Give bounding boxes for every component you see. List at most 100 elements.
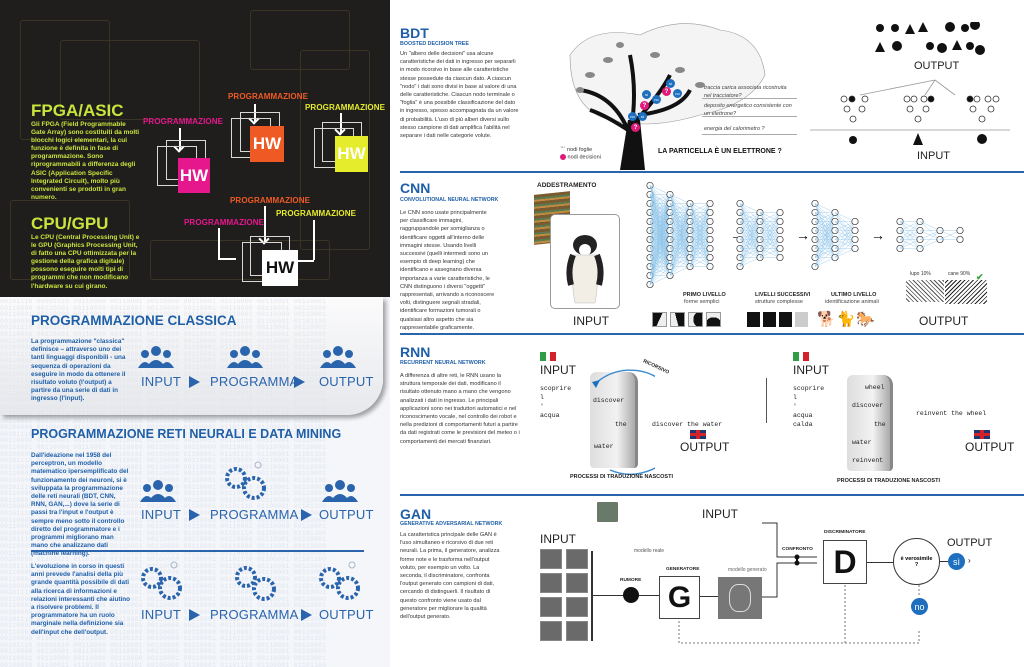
neuron: [706, 235, 714, 244]
synapse-line: [759, 212, 781, 240]
synapse-line: [669, 266, 691, 276]
synapse-line: [649, 212, 671, 285]
gears-icon: [235, 566, 276, 601]
flow-output: OUTPUT: [319, 607, 374, 622]
gan-output-label: OUTPUT: [947, 537, 993, 549]
ear-feature-icon: [566, 597, 588, 617]
evolution-text: L'evoluzione in corso in questi anni pre…: [31, 563, 131, 636]
arrow-right-icon: [218, 258, 236, 260]
hidden-process-label-2: PROCESSI DI TRADUZIONE NASCOSTI: [837, 478, 940, 484]
cnn-output-label: OUTPUT: [919, 314, 969, 328]
node-si: sì: [642, 90, 651, 99]
arrow-right-icon: →: [871, 227, 885, 243]
synapse-line: [649, 194, 671, 222]
divider: [31, 550, 364, 552]
nose-profile-feature-icon: [540, 573, 562, 593]
gan-subtitle: GENERATIVE ADVERSARIAL NETWORK: [400, 521, 503, 527]
flow-output: OUTPUT: [319, 507, 374, 522]
synapse-line: [814, 257, 836, 267]
hw-block-yellow: HW: [335, 136, 368, 172]
hidden-word: reinvent: [852, 457, 884, 464]
feedback-dashed-lines: [678, 585, 920, 644]
hairline-feature-icon: [540, 621, 562, 641]
programming-label-yellow-2: PROGRAMMAZIONE: [276, 209, 357, 218]
play-arrow-icon: [189, 509, 200, 521]
hidden-word: water: [594, 443, 614, 450]
synapse-line: [669, 203, 691, 276]
yes-bubble: sì: [948, 553, 965, 570]
synapse-line: [814, 248, 836, 267]
input-dog-photo: [550, 214, 620, 309]
arrow-down-icon: [340, 113, 342, 133]
gears-icon: [141, 561, 182, 600]
synapse-line: [649, 194, 671, 240]
level-1-title: PRIMO LIVELLO: [683, 292, 726, 298]
italy-flag-icon: [793, 352, 799, 361]
synapse-line: [814, 203, 836, 213]
simple-shapes-strip: [652, 312, 721, 327]
synapse-line: [759, 212, 781, 222]
right-page: BDT BOOSTED DECISION TREE Un "albero del…: [390, 0, 1024, 667]
level-2-sub: strutture complesse: [755, 299, 803, 305]
hidden-word: discover: [852, 402, 884, 409]
flow-input: INPUT: [141, 374, 181, 389]
real-model-label: modello reale: [634, 548, 665, 554]
synapse-line: [759, 212, 781, 258]
people-icon: [227, 346, 263, 368]
synapse-line: [669, 203, 691, 222]
synapse-line: [739, 230, 761, 267]
cpu-title: CPU/GPU: [31, 214, 109, 233]
synapse-line: [814, 212, 836, 231]
uk-flag-icon: [974, 430, 990, 439]
synapse-line: [759, 239, 781, 258]
synapse-line: [834, 221, 856, 240]
italy-flag-icon: [540, 352, 546, 361]
synapse-line: [739, 257, 761, 267]
people-icon: [138, 346, 174, 368]
synapse-line: [649, 194, 671, 204]
synapse-line: [739, 212, 761, 222]
rnn-input-label: INPUT: [540, 363, 576, 377]
synapse-line: [649, 257, 671, 285]
neuron: [706, 208, 714, 217]
cpu-text: Le CPU (Central Processing Unit) e le GP…: [31, 234, 140, 290]
synapse-line: [834, 239, 856, 258]
classic-programming-panel: 00101110 00001010 00110000 00110001 0011…: [0, 297, 383, 415]
synapse-line: [759, 230, 781, 258]
synapse-line: [669, 257, 691, 276]
forest-input-label: INPUT: [917, 150, 950, 162]
arrow-down-icon: [254, 104, 256, 122]
synapse-line: [739, 212, 761, 240]
rnn-title: RNN: [400, 344, 431, 360]
neural-programming-title: PROGRAMMAZIONE RETI NEURALI E DATA MININ…: [31, 427, 342, 441]
gan-input2-label: INPUT: [702, 507, 738, 521]
synapse-line: [649, 194, 671, 285]
forest-output-icons: [875, 22, 985, 55]
synapse-line: [899, 221, 921, 231]
hidden-process-scroll: [847, 375, 893, 471]
synapse-line: [649, 275, 671, 285]
flow-input: INPUT: [141, 507, 181, 522]
level-2-title: LIVELLI SUCCESSIVI: [755, 292, 811, 298]
legend-decision: nodi decisioni: [560, 154, 601, 160]
synapse-line: [669, 203, 691, 267]
neuron: [776, 226, 784, 235]
section-divider: [400, 333, 1024, 335]
neuron: [776, 235, 784, 244]
synapse-line: [649, 248, 671, 285]
synapse-line: [899, 230, 921, 249]
hidden-word: water: [852, 439, 872, 446]
uk-flag-icon: [690, 430, 706, 439]
people-icon: [320, 346, 356, 368]
binary-background: 00101110 00001010 00110000 00110001 0011…: [0, 299, 327, 415]
arrow-down-icon: [179, 128, 181, 150]
gan-connector-lines: [762, 522, 817, 598]
arrow-down-icon: [264, 206, 266, 242]
cnn-subtitle: CONVOLUTIONAL NEURAL NETWORK: [400, 197, 499, 203]
section-divider: [400, 494, 1024, 496]
cnn-network-diagram: →→→: [646, 181, 964, 289]
rnn-text: A differenza di altre reti, le RNN usano…: [400, 373, 520, 445]
wolf-sketch: [906, 280, 944, 302]
noise-label: RUMORE: [620, 578, 642, 583]
